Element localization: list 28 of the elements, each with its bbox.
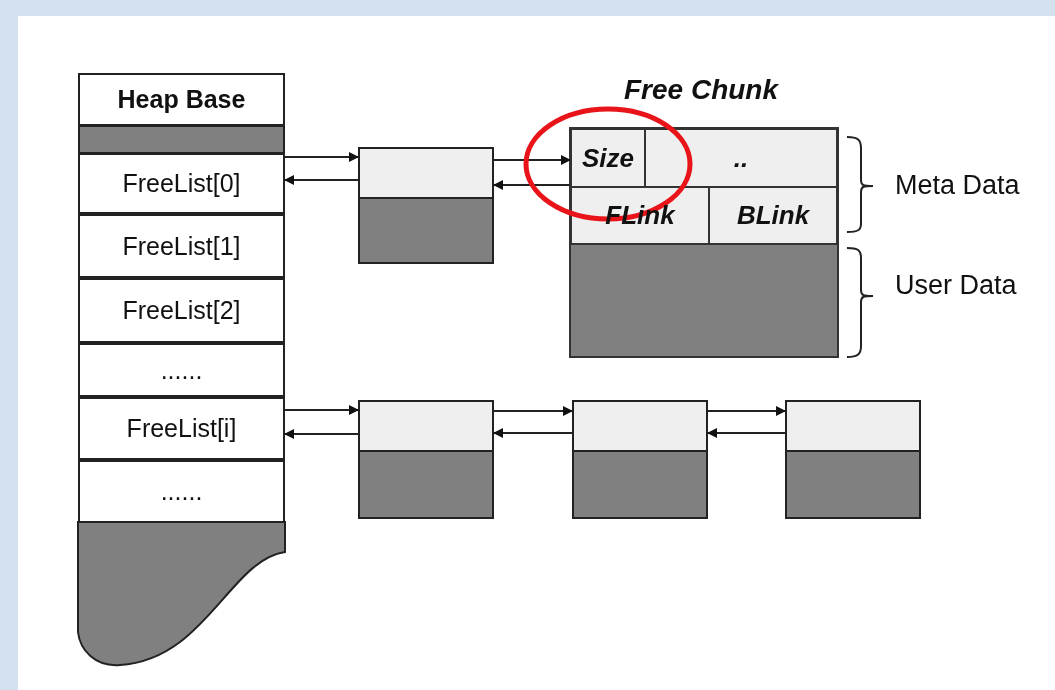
freelist-cell: FreeList[0]	[78, 153, 285, 214]
bracket-label: Meta Data	[895, 170, 1020, 201]
arrow	[493, 155, 571, 165]
arrow	[493, 428, 573, 438]
arrow	[284, 429, 359, 439]
arrow	[707, 406, 786, 416]
freelist-cell: FreeList[1]	[78, 214, 285, 278]
freelist-cell: FreeList[2]	[78, 278, 285, 343]
memory-chunk-box	[358, 147, 494, 264]
field-label: ..	[733, 142, 749, 174]
arrow	[493, 406, 573, 416]
freelist-cell: ......	[78, 460, 285, 523]
heap-header-cell: Heap Base	[78, 73, 285, 126]
memory-chunk-box	[785, 400, 921, 519]
arrow	[284, 405, 359, 415]
memory-chunk-box	[358, 400, 494, 519]
arrow	[284, 152, 359, 162]
arrow	[284, 175, 359, 185]
arrow	[493, 180, 571, 190]
bracket-label: User Data	[895, 270, 1017, 301]
freelist-cell: FreeList[i]	[78, 397, 285, 460]
heap-filler-bar	[78, 125, 285, 154]
chunk-title: Free Chunk	[624, 74, 779, 106]
freelist-cell: ......	[78, 343, 285, 397]
field-label: Size	[582, 142, 634, 174]
memory-chunk-box	[572, 400, 708, 519]
arrow	[707, 428, 786, 438]
field-label: BLink	[736, 200, 810, 231]
